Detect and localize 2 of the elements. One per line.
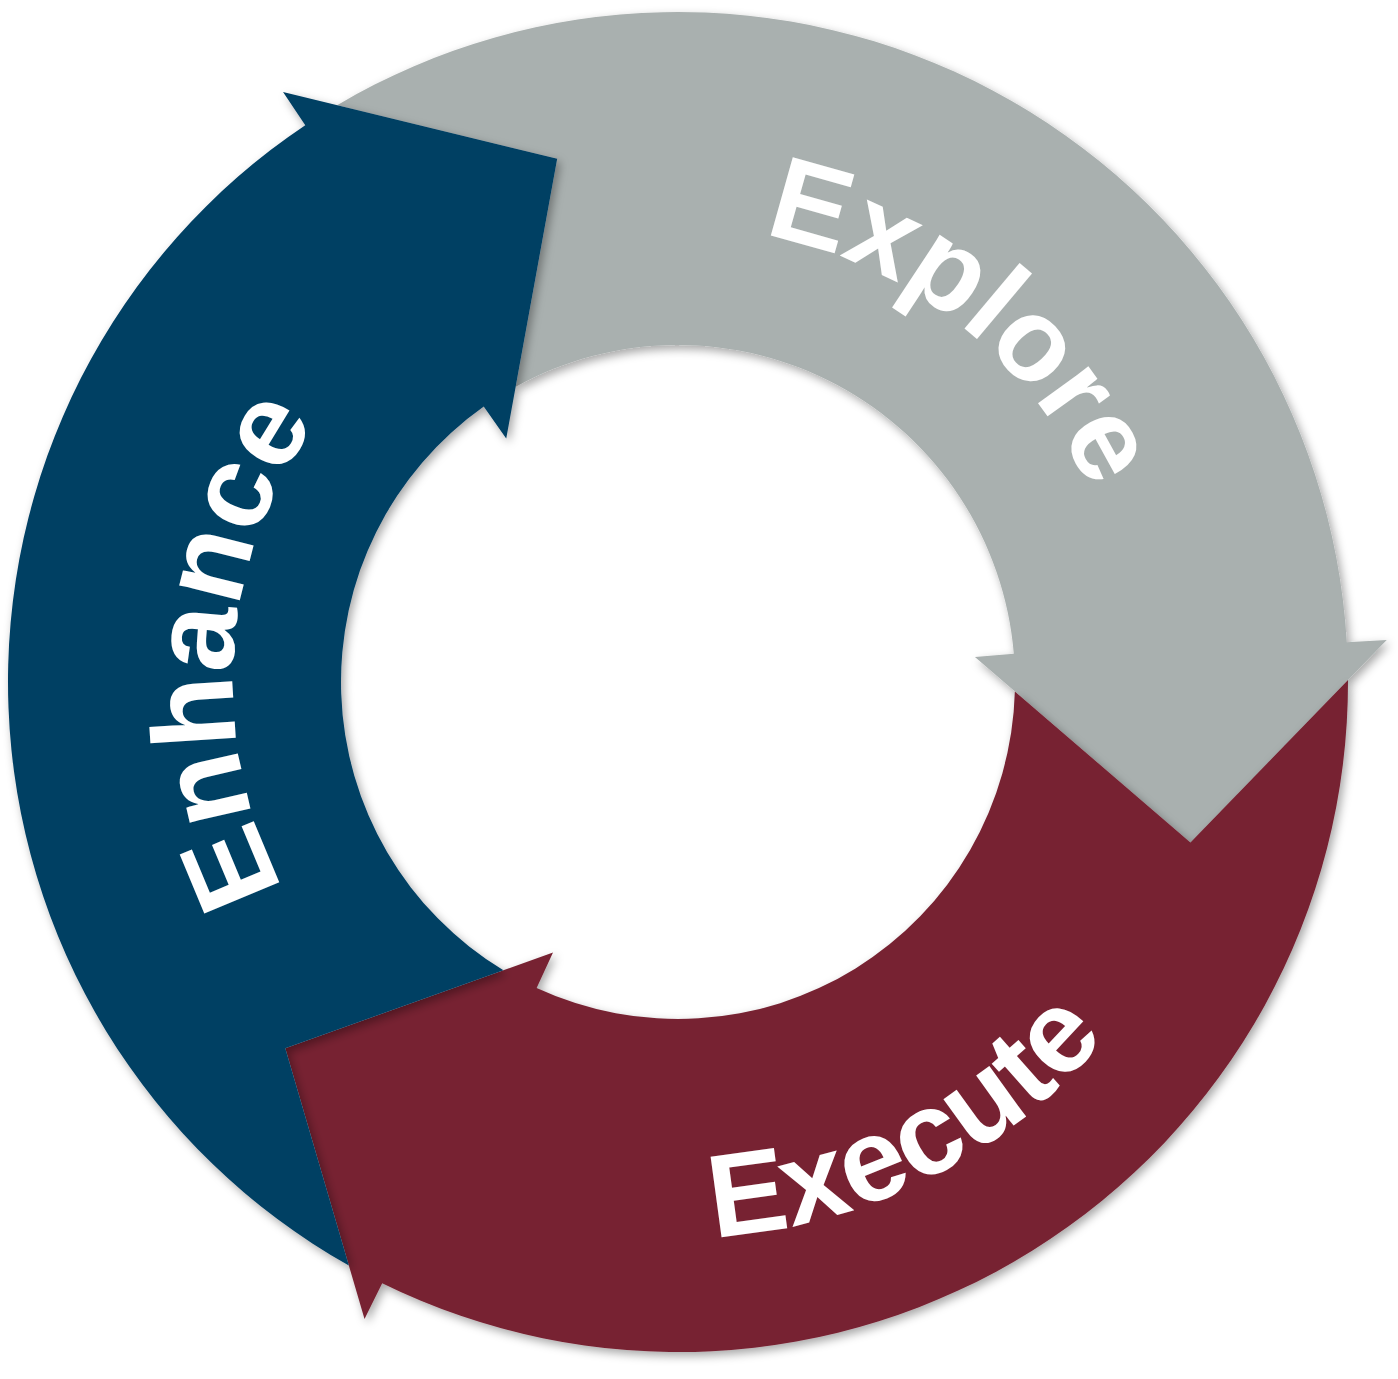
cycle-segment (337, 12, 1387, 843)
cycle-segment (8, 92, 558, 1266)
